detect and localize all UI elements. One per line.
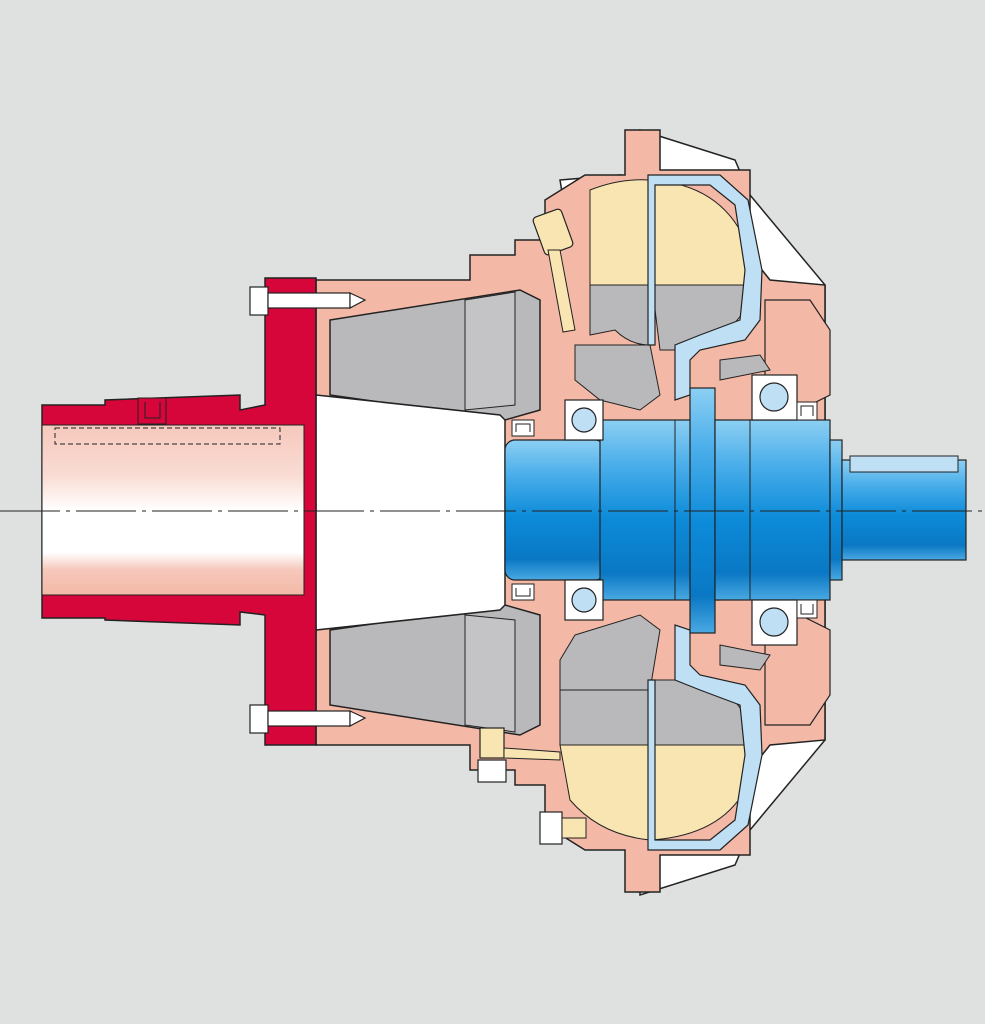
bolt-icon — [249, 704, 367, 734]
ball-bearing-icon — [564, 579, 604, 621]
fluid-coupling-working-chamber — [559, 179, 746, 841]
fill-plugs — [477, 208, 587, 845]
ball-bearings — [564, 374, 798, 646]
flange-bolts — [249, 286, 367, 734]
bell-housing-chamber — [304, 289, 541, 736]
plug-icon — [539, 811, 587, 845]
runner-disc — [647, 174, 763, 851]
plug-icon — [477, 727, 561, 783]
shaft-seals — [511, 401, 818, 619]
ball-bearing-icon — [751, 599, 798, 646]
ball-bearing-icon — [751, 374, 798, 421]
ball-bearing-icon — [564, 399, 604, 441]
seal-icon — [511, 419, 535, 437]
bolt-icon — [249, 286, 367, 316]
seal-icon — [796, 599, 818, 619]
seal-icon — [796, 401, 818, 421]
seal-icon — [511, 583, 535, 601]
plug-icon — [532, 208, 576, 333]
